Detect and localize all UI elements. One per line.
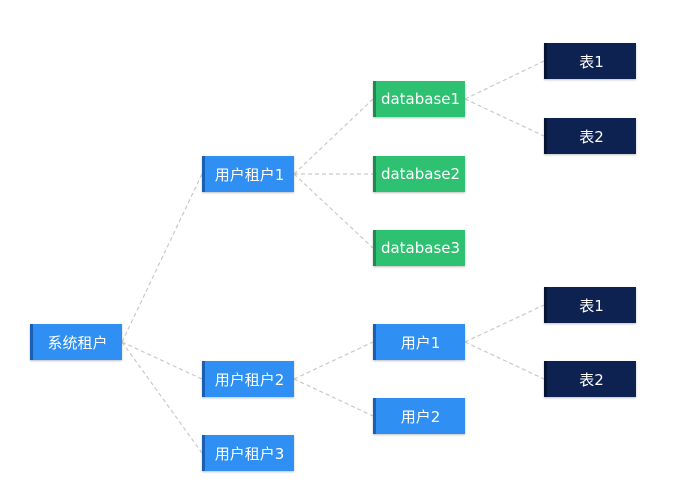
edge-db1-to-db1_table1 [464, 60, 545, 100]
node-user-1: 用户1 [373, 324, 465, 360]
edge-user1-to-user1_table2 [464, 341, 545, 380]
node-db1-table-1: 表1 [544, 43, 636, 79]
edge-user1-to-user1_table1 [464, 304, 545, 343]
edge-db1-to-db1_table2 [464, 98, 545, 137]
node-database-1: database1 [373, 81, 465, 117]
edge-root-to-tenant1 [121, 173, 203, 343]
node-user1-table-2: 表2 [544, 361, 636, 397]
edge-tenant1-to-db1 [293, 98, 374, 175]
node-user1-table-1: 表1 [544, 287, 636, 323]
edge-root-to-tenant3 [121, 341, 203, 454]
edge-tenant2-to-user1 [293, 341, 374, 380]
edge-tenant1-to-db3 [293, 173, 374, 249]
node-database-2: database2 [373, 156, 465, 192]
node-user-tenant-3: 用户租户3 [202, 435, 294, 471]
node-user-2: 用户2 [373, 398, 465, 434]
node-db1-table-2: 表2 [544, 118, 636, 154]
node-user-tenant-1: 用户租户1 [202, 156, 294, 192]
node-database-3: database3 [373, 230, 465, 266]
node-user-tenant-2: 用户租户2 [202, 361, 294, 397]
node-system-tenant: 系统租户 [30, 324, 122, 360]
edge-root-to-tenant2 [121, 341, 203, 380]
edge-tenant2-to-user2 [293, 378, 374, 417]
